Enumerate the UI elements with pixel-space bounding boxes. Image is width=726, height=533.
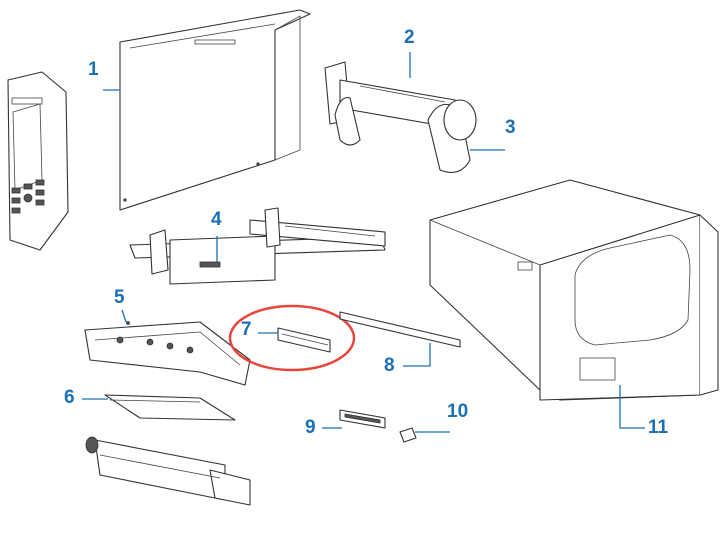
callout-3: 3 (505, 117, 516, 138)
callout-5: 5 (114, 287, 125, 308)
platen-roller-assembly-part (85, 436, 251, 506)
callout-4: 4 (211, 209, 222, 230)
printer-housing-part (429, 179, 719, 401)
callout-8: 8 (384, 355, 395, 376)
printhead-assembly-part (84, 321, 251, 386)
callout-2: 2 (404, 27, 415, 48)
platen-plate-part (104, 394, 236, 421)
callout-7: 7 (241, 319, 252, 340)
callout-11: 11 (648, 417, 669, 438)
callout-9: 9 (305, 417, 316, 438)
rewind-spindle-part (129, 229, 386, 285)
small-bracket-part (399, 427, 417, 443)
sensor-part (339, 409, 386, 429)
callout-leaders (82, 52, 645, 433)
control-panel-part (7, 71, 69, 251)
highlighted-part-7 (228, 304, 356, 372)
highlight-ellipse (228, 304, 356, 372)
callout-6: 6 (64, 387, 75, 408)
supply-spindle-part (249, 207, 386, 248)
callout-10: 10 (447, 401, 469, 422)
side-cover-part (119, 9, 311, 211)
rod-part (339, 311, 461, 348)
callout-1: 1 (88, 59, 99, 80)
ribbon-spindle-part (324, 61, 477, 173)
